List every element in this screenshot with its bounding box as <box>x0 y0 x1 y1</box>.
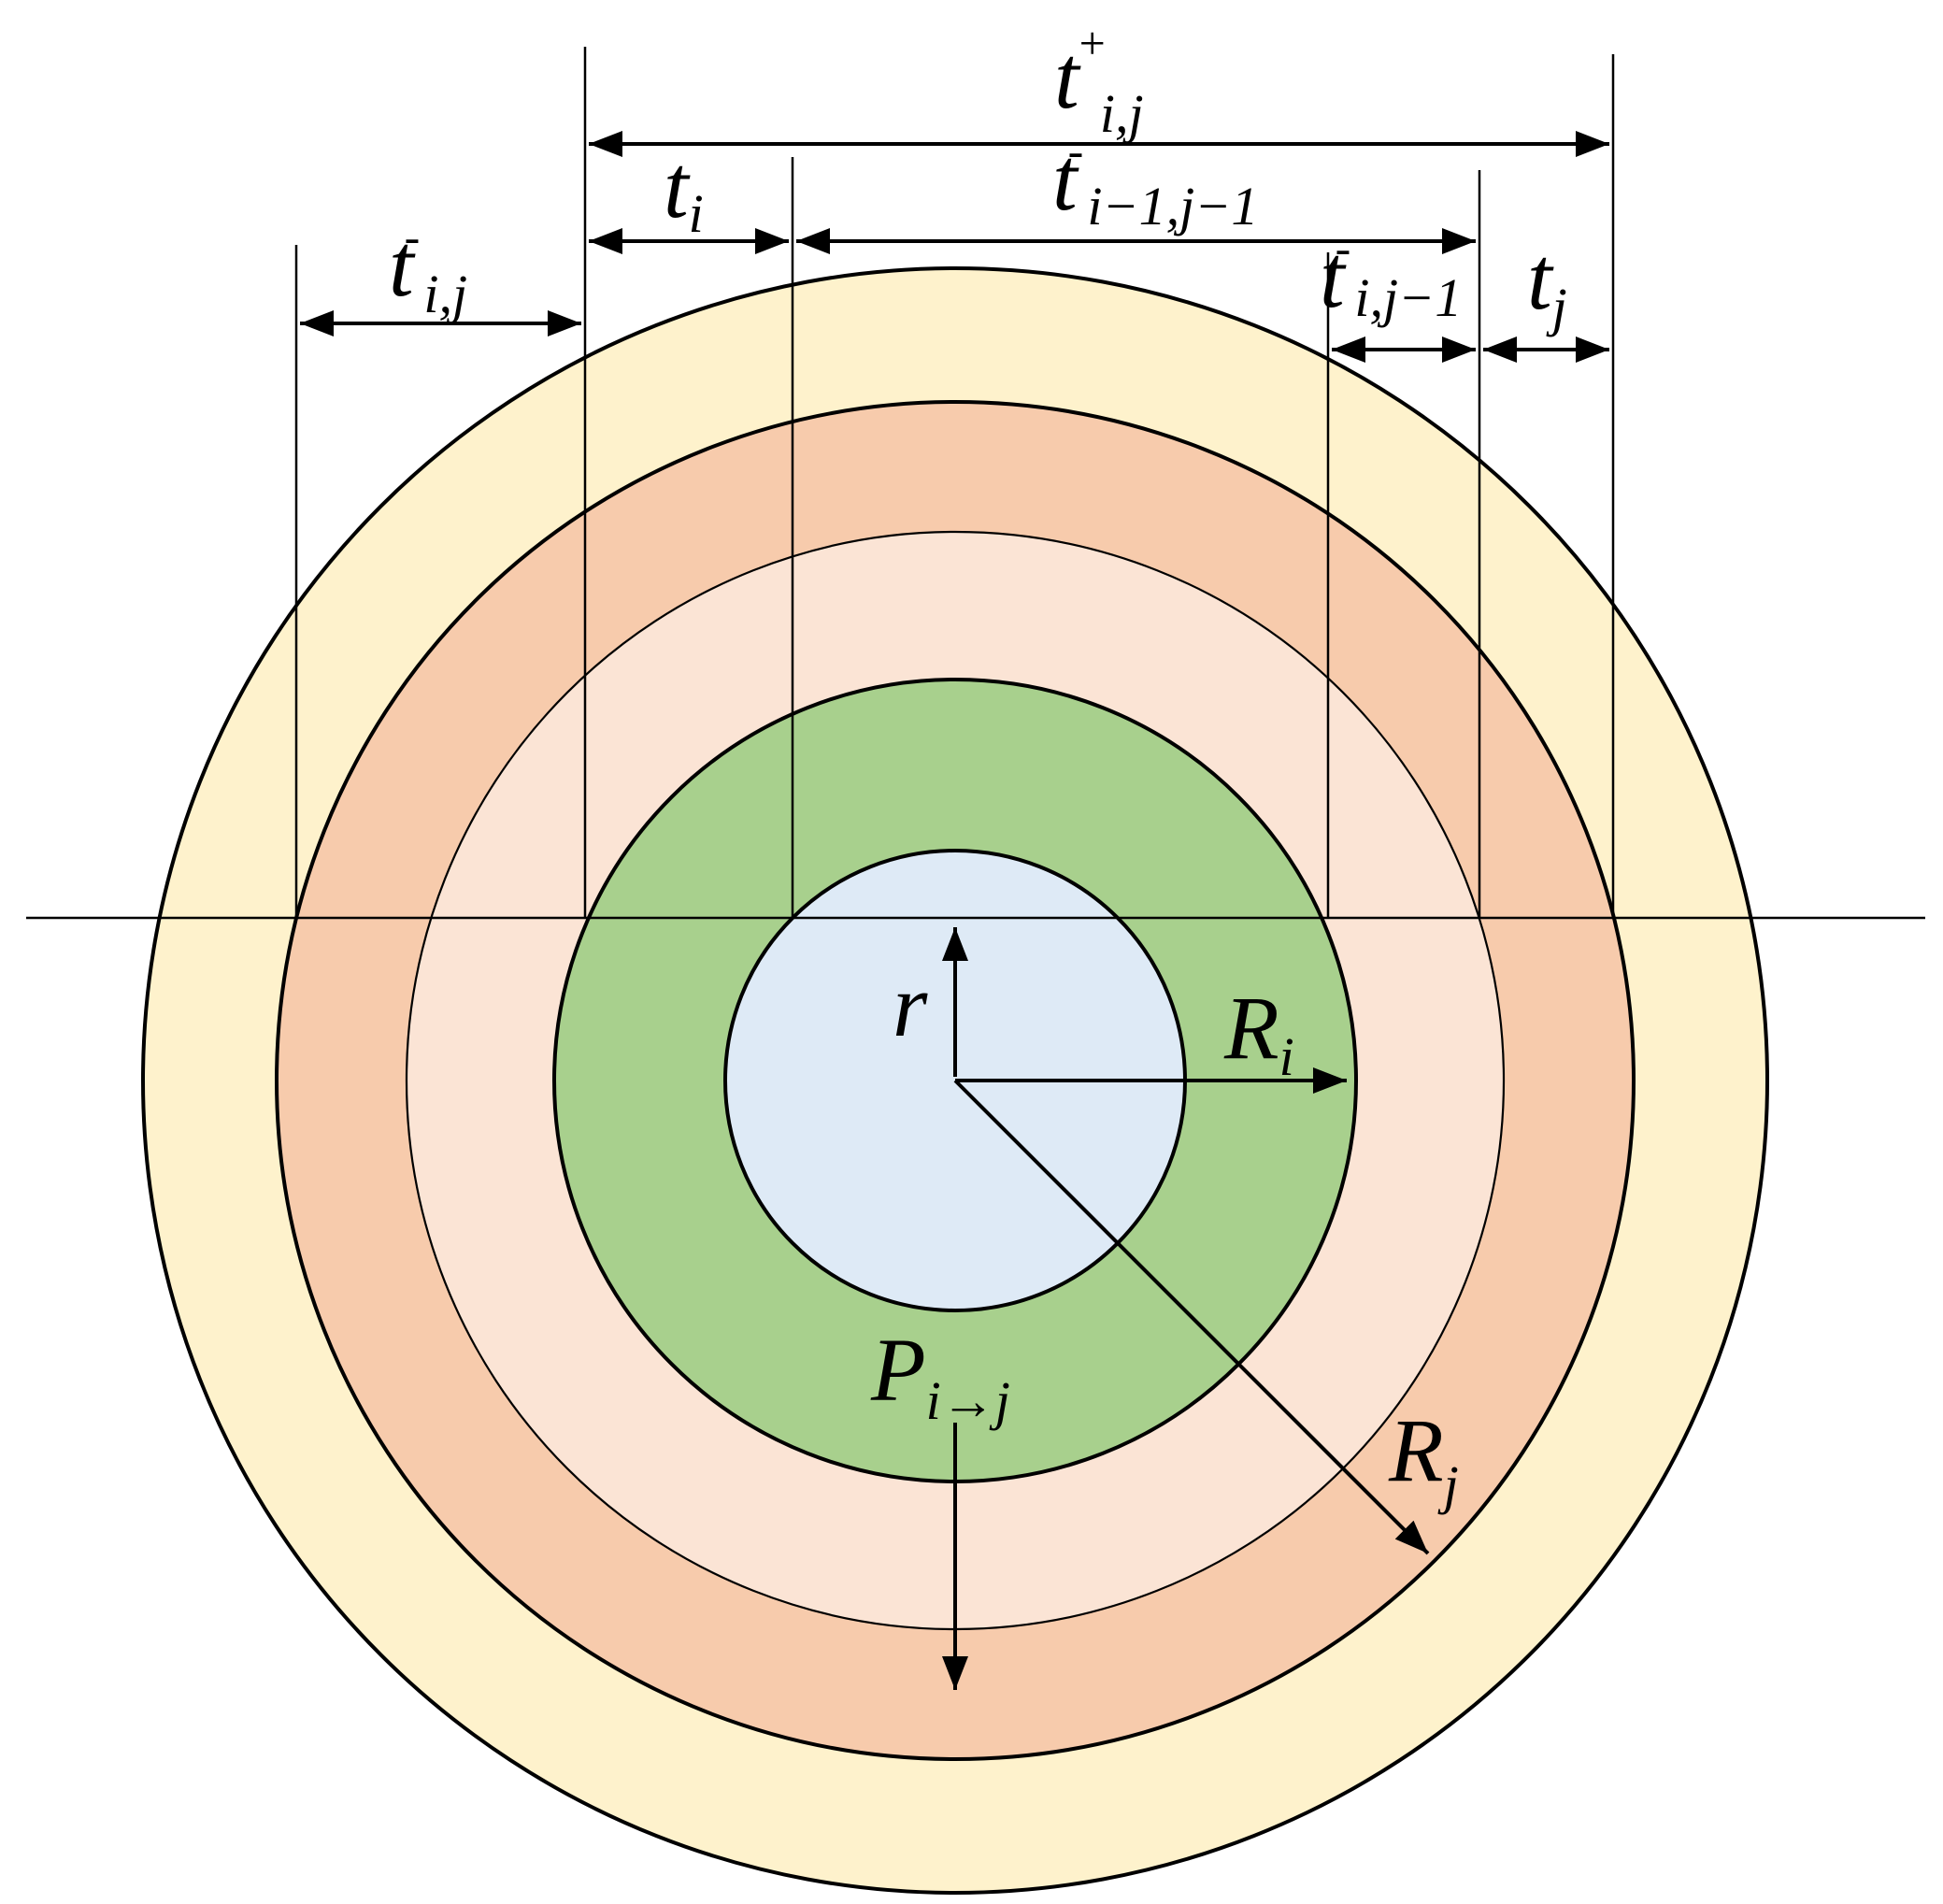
label-R-j: Rj <box>1388 1400 1459 1515</box>
label-t-minus-ij: t-i,j <box>389 210 467 324</box>
label-R-i: Ri <box>1223 978 1294 1087</box>
label-t-i: ti <box>664 136 704 244</box>
label-P-ij: Pi→j <box>870 1320 1010 1431</box>
label-t-minus-i1j1: t-i−1,j−1 <box>1052 124 1258 236</box>
label-t-j: tj <box>1527 228 1567 337</box>
arrow-R-j <box>953 1079 1430 1555</box>
label-t-plus-ij: t+i,j <box>1054 17 1144 144</box>
label-r: r <box>893 955 928 1055</box>
label-t-minus-ij1: t-i,j−1 <box>1320 222 1462 328</box>
